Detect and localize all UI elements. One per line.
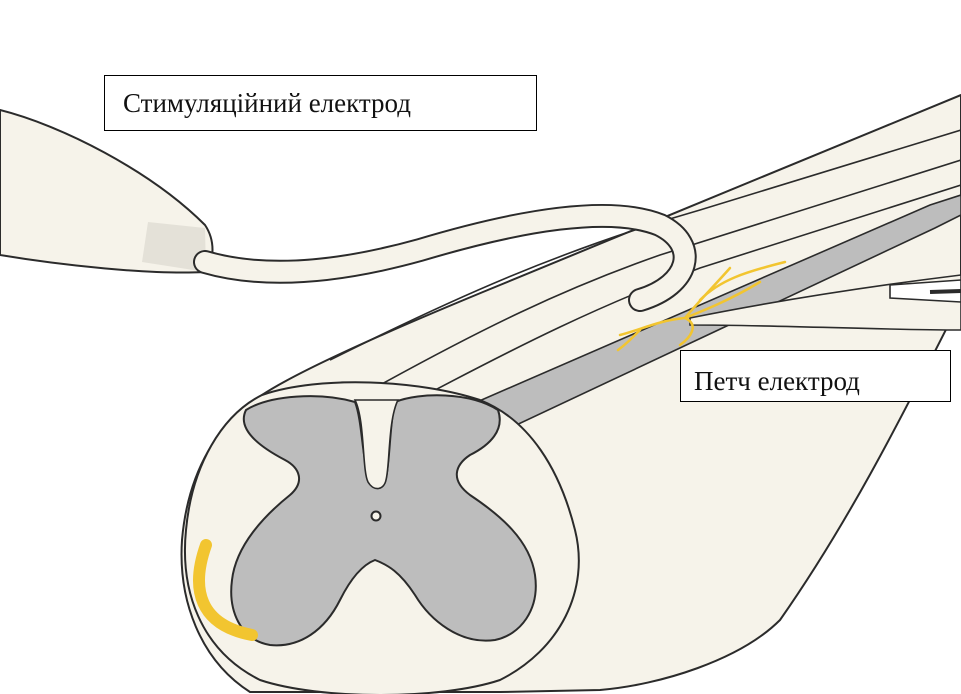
stimulating-electrode-label: Стимуляційний електрод [104, 75, 537, 131]
central-canal [372, 512, 381, 521]
patch-electrode-tip [930, 291, 961, 292]
patch-electrode-label: Петч електрод [680, 350, 951, 402]
